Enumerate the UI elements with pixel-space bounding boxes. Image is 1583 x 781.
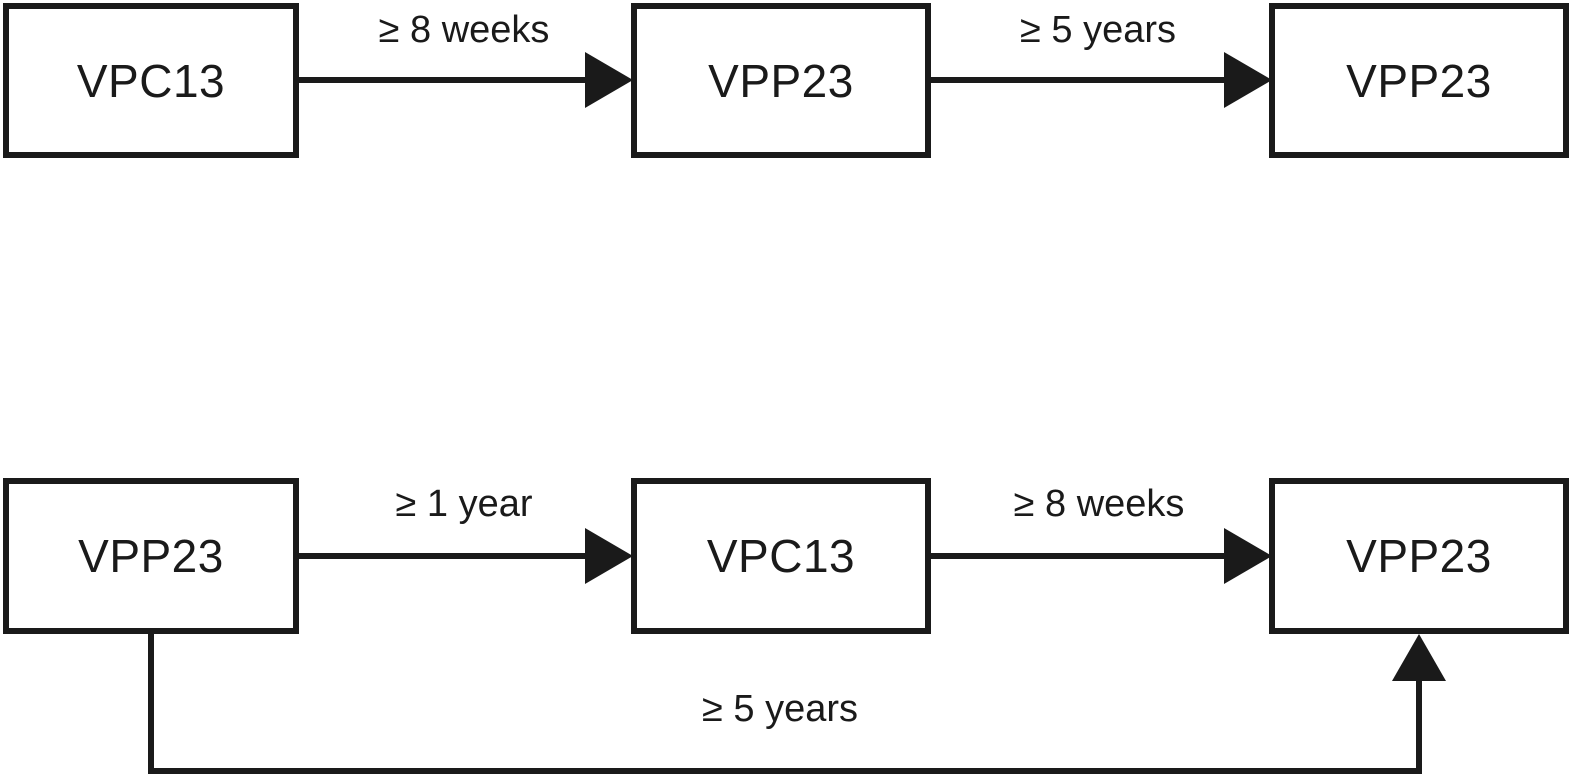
row1-step3-label: VPP23 [1346,54,1492,107]
arrow-row2-2 [930,528,1272,584]
row2-step3-box: VPP23 [1269,478,1569,634]
row1-interval1-label: ≥ 8 weeks [378,9,550,51]
row1-step2-label: VPP23 [708,54,854,107]
row2-interval2-label: ≥ 8 weeks [1013,483,1185,525]
arrow-row2-1 [298,528,633,584]
row2-step2-box: VPC13 [631,478,931,634]
arrow-row2-bypass [148,633,1446,774]
row1-step1-label: VPC13 [76,54,226,107]
row2-step1-box: VPP23 [3,478,299,634]
row1-step1-box: VPC13 [3,3,299,158]
row2-bypass-interval-label: ≥ 5 years [701,688,859,730]
row1-step3-box: VPP23 [1269,3,1569,158]
arrow-row1-1 [298,52,633,108]
row2-step2-label: VPC13 [706,530,856,582]
arrow-row1-2 [930,52,1272,108]
row2-step1-label: VPP23 [78,530,224,582]
row1-interval2-label: ≥ 5 years [1019,9,1177,51]
row2-step3-label: VPP23 [1346,530,1492,582]
row2-interval1-label: ≥ 1 year [395,483,533,525]
row1-step2-box: VPP23 [631,3,931,158]
